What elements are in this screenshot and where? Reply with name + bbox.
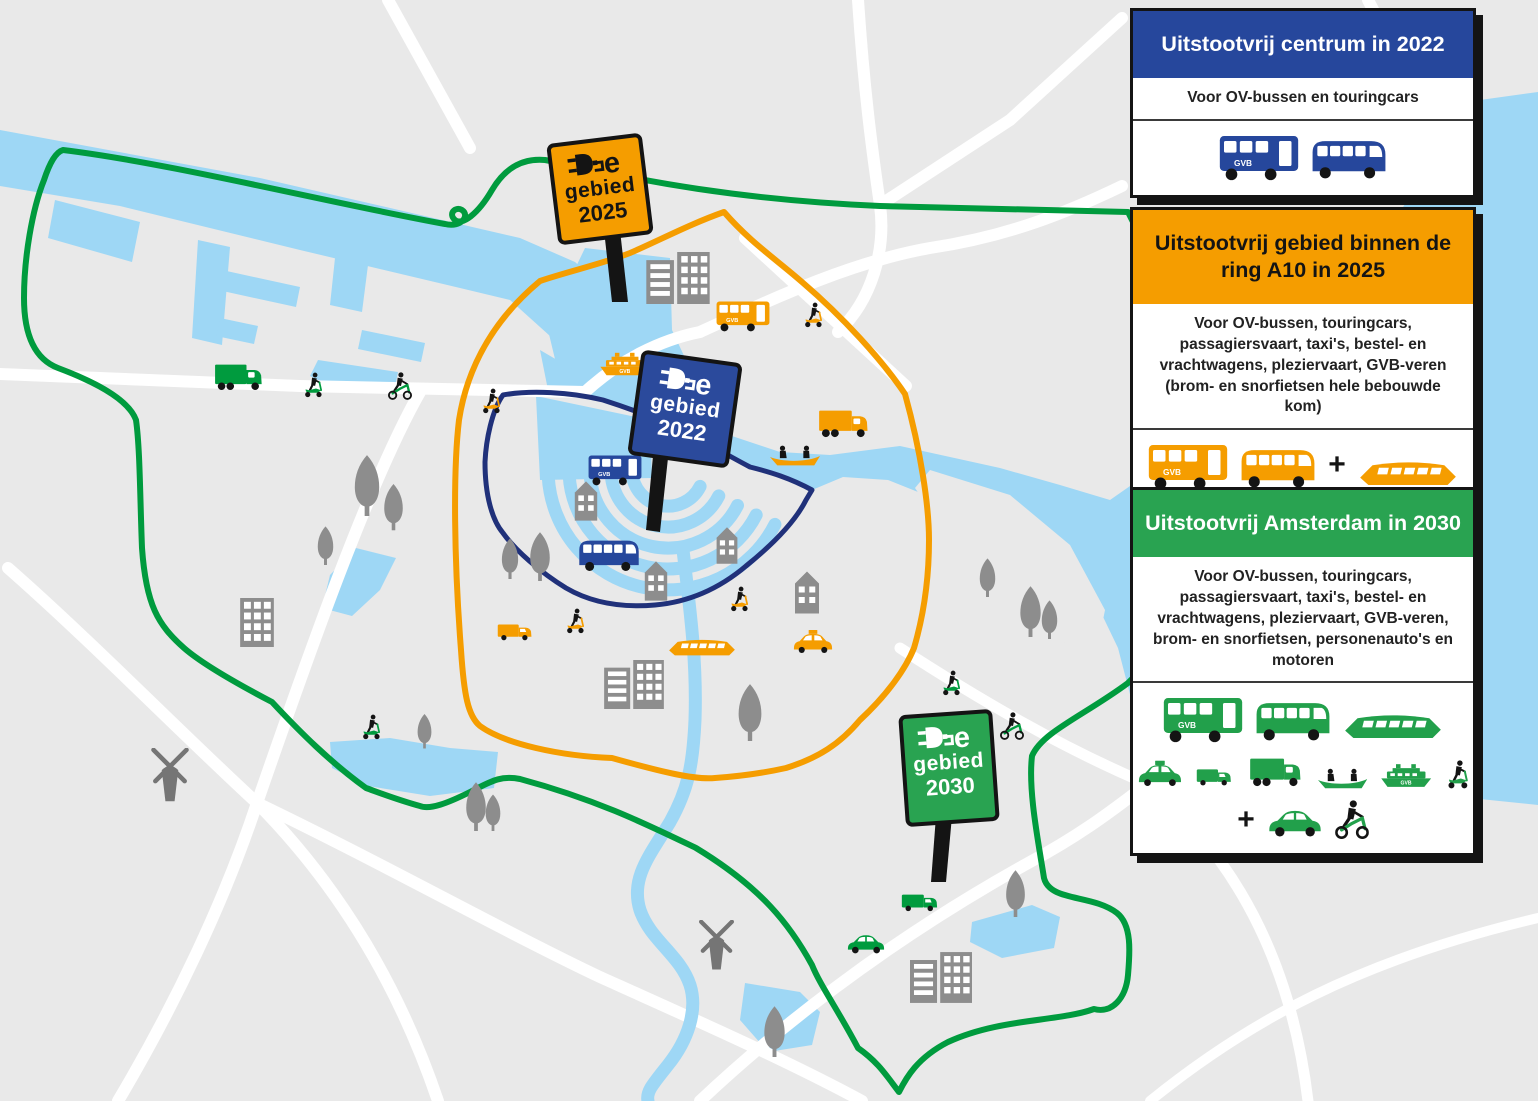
water-amstel — [630, 543, 702, 1101]
taxi-icon — [1137, 758, 1183, 792]
windmill-icon — [154, 750, 187, 801]
canal-boat-icon — [669, 639, 735, 656]
scooter-icon — [362, 714, 381, 740]
gvb-ferry-icon — [1379, 759, 1433, 792]
legend-2022-vehicle-icons — [1137, 127, 1469, 185]
plus-sign: + — [1328, 448, 1346, 482]
legend-2030-title: Uitstootvrij Amsterdam in 2030 — [1133, 490, 1473, 557]
tree-icon — [354, 455, 380, 516]
sign-gebied-2022: gebied 2022 — [627, 349, 743, 469]
water-ij-west — [0, 130, 640, 355]
legend-2030-amsterdam: Uitstootvrij Amsterdam in 2030 Voor OV-b… — [1130, 487, 1476, 857]
sign-posts — [604, 230, 952, 882]
legend-2022-description: Voor OV-bussen en touringcars — [1133, 78, 1473, 121]
van-icon — [497, 624, 532, 641]
legend-2030-description: Voor OV-bussen, touringcars, passagiersv… — [1133, 557, 1473, 684]
canal-boat-icon — [1358, 457, 1458, 490]
sign-gebied-2025: gebied 2025 — [546, 132, 654, 246]
coach-icon — [579, 540, 639, 571]
motorcycle-icon — [1335, 800, 1369, 839]
legend-2030-vehicle-icons-row1 — [1137, 689, 1469, 747]
coach-icon — [1255, 695, 1331, 743]
legend-2022-title: Uitstootvrij centrum in 2022 — [1133, 11, 1473, 78]
scooter-icon — [1445, 757, 1469, 792]
scooter-icon — [566, 608, 585, 634]
peninsula — [915, 470, 1105, 660]
taxi-icon — [793, 630, 833, 653]
small-boat-icon — [1318, 765, 1367, 792]
gvb-bus-icon — [1219, 131, 1299, 181]
legend-2030-vehicle-icons-row2 — [1137, 747, 1469, 796]
car-icon — [847, 935, 885, 954]
truck-icon — [819, 410, 868, 438]
gvb-bus-icon — [1163, 693, 1243, 743]
legend-2022-centrum: Uitstootvrij centrum in 2022 Voor OV-bus… — [1130, 8, 1476, 198]
tree-icon — [738, 684, 762, 741]
van-icon — [1195, 761, 1238, 792]
legend-2025-description: Voor OV-bussen, touringcars, passagiersv… — [1133, 304, 1473, 431]
building — [795, 571, 819, 614]
sign-year: 2025 — [576, 196, 629, 228]
legend-2025-vehicle-icons-row1: + — [1137, 436, 1469, 494]
water-nieuwe-meer — [330, 738, 498, 796]
tree-icon — [317, 526, 334, 565]
sign-year: 2030 — [924, 771, 976, 801]
coach-icon — [1311, 133, 1387, 181]
building — [604, 660, 664, 709]
van-icon — [901, 894, 938, 912]
sign-gebied-2030: gebied 2030 — [898, 708, 1000, 828]
car-icon — [1267, 806, 1323, 839]
truck-icon — [1249, 751, 1305, 792]
coach-icon — [1240, 442, 1316, 490]
tree-icon — [384, 484, 403, 531]
windmill-icon — [701, 922, 732, 970]
legend-2025-title: Uitstootvrij gebied binnen de ring A10 i… — [1133, 210, 1473, 304]
bus-icon — [716, 301, 770, 332]
gvb-bus-icon — [1148, 440, 1228, 490]
building — [240, 598, 274, 647]
sign-year: 2022 — [656, 414, 709, 446]
canal-boat-icon — [1343, 710, 1443, 743]
legend-2030-vehicle-icons-row3: + — [1137, 796, 1469, 843]
tree-icon — [485, 794, 501, 831]
scooter-icon — [730, 586, 749, 612]
zone-2025-boundary — [452, 209, 932, 782]
plus-sign: + — [1237, 802, 1255, 836]
building — [910, 952, 972, 1003]
